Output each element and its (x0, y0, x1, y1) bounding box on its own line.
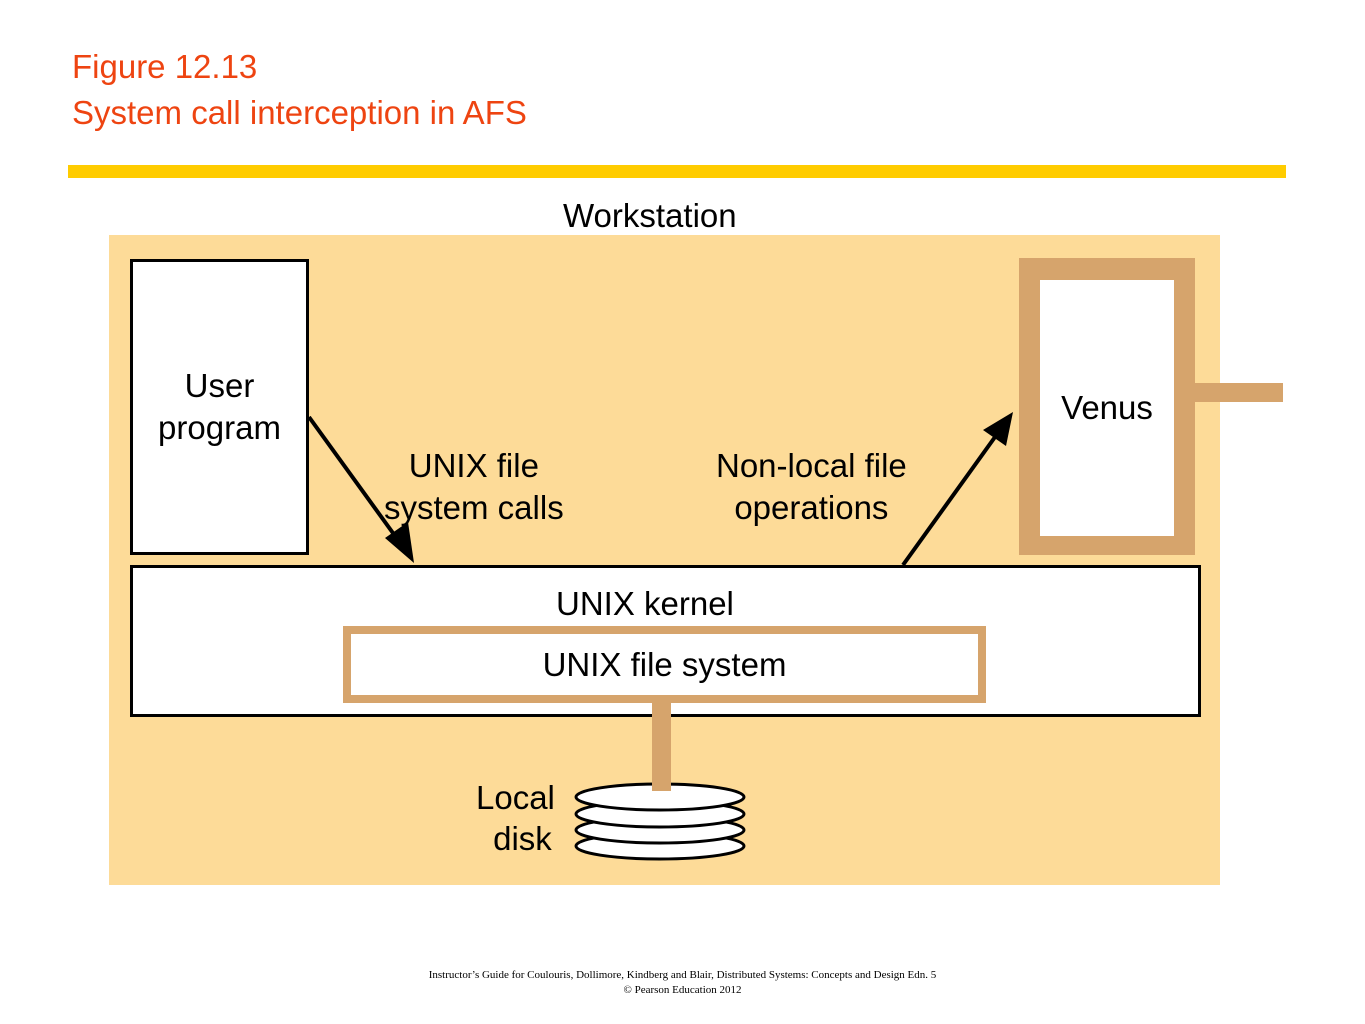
local-disk-icon (574, 782, 746, 861)
venus-network-connector (1195, 383, 1283, 402)
title-line-2: System call interception in AFS (72, 94, 527, 131)
nonlocal-operation-arrow (901, 412, 1013, 567)
user-program-box: User program (130, 259, 309, 555)
unix-file-system-label: UNIX file system (542, 645, 787, 683)
nonlocal-operations-line-2: operations (734, 489, 889, 526)
unix-file-system-box: UNIX file system (343, 626, 986, 703)
local-disk-line-1: Local (476, 779, 555, 816)
venus-label: Venus (1061, 389, 1153, 426)
user-program-line-2: program (158, 409, 281, 446)
page-title: Figure 12.13 System call interception in… (72, 44, 527, 136)
system-calls-label: UNIX file system calls (384, 445, 564, 529)
user-program-line-1: User (184, 367, 255, 404)
venus-box: Venus (1040, 280, 1176, 536)
unix-kernel-label: UNIX kernel (556, 585, 734, 622)
title-divider (68, 165, 1286, 178)
footer-credit: Instructor’s Guide for Coulouris, Dollim… (0, 968, 1365, 998)
nonlocal-operations-label: Non-local file operations (716, 445, 907, 529)
title-line-1: Figure 12.13 (72, 48, 258, 85)
disk-connector-overlay (652, 703, 671, 791)
system-call-arrow (307, 415, 414, 563)
nonlocal-operations-line-1: Non-local file (716, 447, 907, 484)
footer-line-1: Instructor’s Guide for Coulouris, Dollim… (428, 969, 937, 981)
system-calls-line-2: system calls (384, 489, 564, 526)
local-disk-label: Local disk (476, 777, 555, 859)
local-disk-line-2: disk (493, 820, 552, 857)
workstation-label: Workstation (563, 197, 737, 234)
system-calls-line-1: UNIX file (408, 447, 539, 484)
footer-line-2: © Pearson Education 2012 (623, 984, 742, 996)
